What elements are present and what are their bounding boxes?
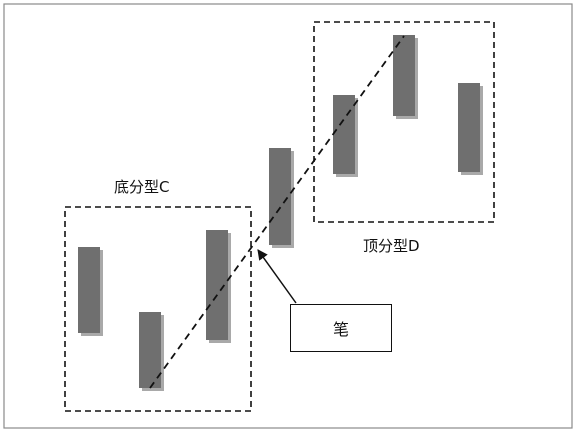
outer-frame [3, 3, 573, 429]
pointer-arrow [257, 249, 297, 304]
candle-5 [333, 95, 358, 177]
candle-1 [78, 247, 103, 336]
candle-6 [393, 35, 418, 119]
bottom-fractal-label: 底分型C [114, 178, 170, 196]
candles [78, 35, 483, 391]
candle-4 [269, 148, 294, 248]
stroke-label: 笔 [332, 320, 349, 339]
top-fractal-box [313, 21, 495, 223]
candle-7 [458, 83, 483, 175]
top-fractal-label: 顶分型D [363, 237, 420, 255]
candle-3 [206, 230, 231, 343]
stroke-label-box: 笔 [290, 304, 392, 352]
bottom-fractal-box [64, 206, 252, 412]
stroke-line [149, 35, 405, 389]
candle-2 [139, 312, 164, 391]
